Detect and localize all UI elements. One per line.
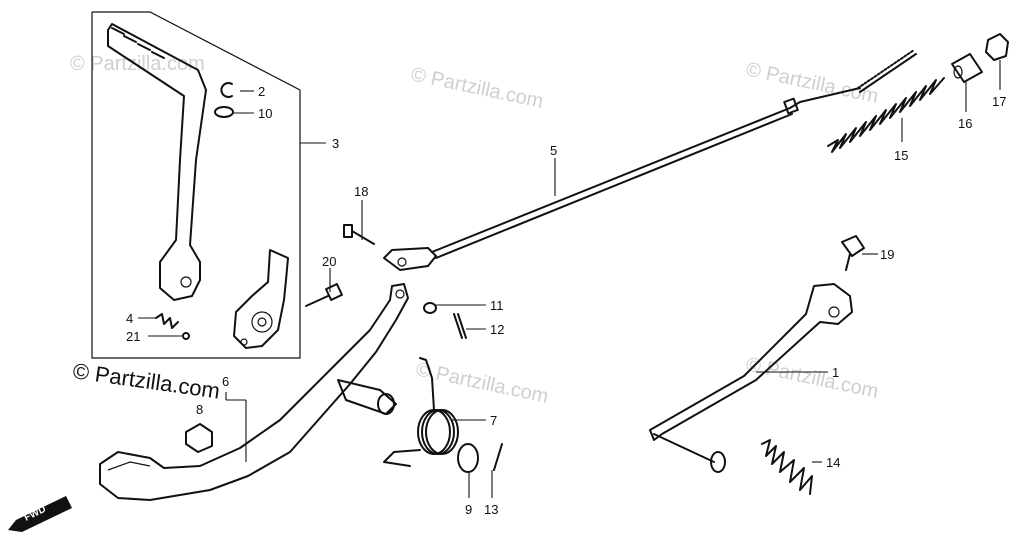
brake-pedal [99, 283, 409, 501]
collar [951, 53, 983, 83]
callout-18: 18 [354, 184, 368, 199]
nut [985, 33, 1009, 61]
nut [185, 423, 213, 453]
callout-5: 5 [550, 143, 557, 158]
ball [182, 332, 190, 340]
callout-3: 3 [332, 136, 339, 151]
long-spring [827, 77, 945, 153]
callout-12: 12 [490, 322, 504, 337]
callout-1: 1 [832, 365, 839, 380]
watermark-faint: © Partzilla.com [414, 358, 550, 408]
washer [423, 302, 437, 314]
small-spring [155, 313, 179, 329]
cotter-pin [453, 313, 467, 339]
callout-7: 7 [490, 413, 497, 428]
watermark-faint: © Partzilla.com [744, 58, 880, 108]
callout-15: 15 [894, 148, 908, 163]
callout-9: 9 [465, 502, 472, 517]
rubber-grip [761, 439, 813, 495]
bolt [305, 283, 343, 307]
watermark-faint: © Partzilla.com [744, 353, 880, 403]
clip [220, 82, 233, 98]
callout-4: 4 [126, 311, 133, 326]
callout-13: 13 [484, 502, 498, 517]
watermark-faint: © Partzilla.com [70, 53, 205, 75]
callout-16: 16 [958, 116, 972, 131]
callout-6: 6 [222, 374, 229, 389]
callout-8: 8 [196, 402, 203, 417]
callout-19: 19 [880, 247, 894, 262]
threaded-rod [857, 49, 915, 89]
bolt [841, 235, 865, 271]
callout-17: 17 [992, 94, 1006, 109]
threaded-rod [859, 53, 917, 93]
callout-14: 14 [826, 455, 840, 470]
kick-lever [649, 283, 853, 473]
washer [214, 106, 234, 118]
callout-20: 20 [322, 254, 336, 269]
watermark-faint: © Partzilla.com [409, 63, 545, 113]
leader-lines [138, 60, 1001, 498]
callout-2: 2 [258, 84, 265, 99]
watermark-main: © Partzilla.com [71, 358, 221, 403]
fwd-arrow: FWD [8, 496, 72, 532]
washer [457, 443, 479, 473]
callout-11: 11 [490, 298, 504, 313]
rod [383, 87, 861, 271]
return-spring [383, 357, 459, 467]
kick-assembly-box [91, 11, 301, 359]
pin [493, 443, 503, 471]
bolt [343, 224, 375, 245]
callout-10: 10 [258, 106, 272, 121]
kick-pedal-arm [107, 23, 207, 301]
kick-spindle [233, 249, 289, 349]
callout-21: 21 [126, 329, 140, 344]
